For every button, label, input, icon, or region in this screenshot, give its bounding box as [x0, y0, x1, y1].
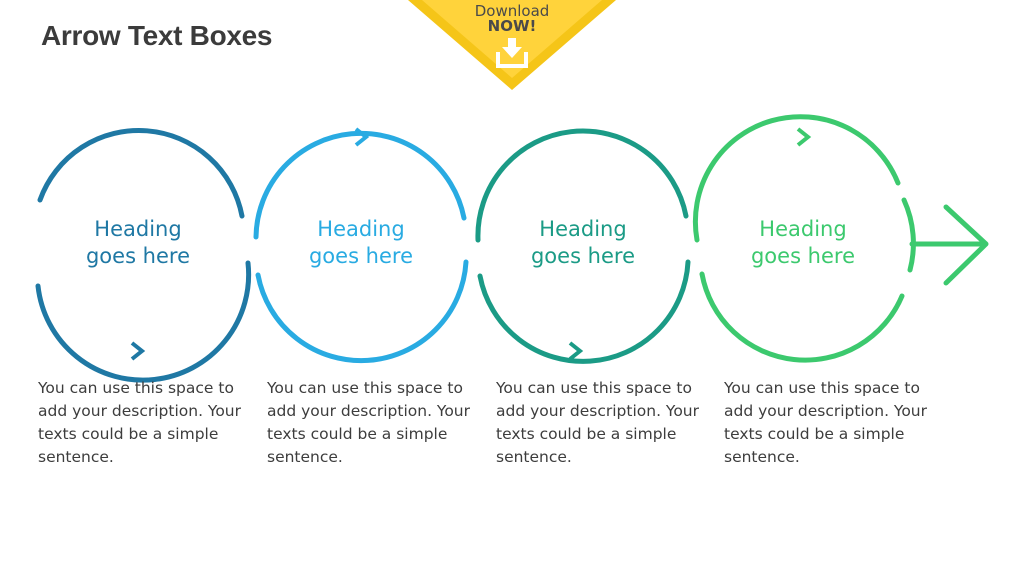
step-2-heading-line2: goes here [308, 244, 414, 268]
circle-2 [253, 127, 469, 364]
circle-1 [35, 128, 252, 383]
circle-2-arrowhead [354, 127, 370, 147]
download-icon [496, 38, 528, 68]
step-4-heading-line1: Heading [759, 217, 847, 241]
step-1-heading-line1: Heading [94, 217, 182, 241]
step-2-description: You can use this space to add your descr… [267, 379, 471, 466]
step-3-description: You can use this space to add your descr… [496, 379, 700, 466]
circle-4-arrowhead [796, 127, 812, 147]
step-2-heading-line1: Heading [317, 217, 405, 241]
step-3-heading-line1: Heading [539, 217, 627, 241]
circle-1-arrowhead [130, 341, 146, 361]
step-3-heading-line2: goes here [530, 244, 636, 268]
step-1-heading: Heading goes here [58, 216, 218, 270]
final-arrow [909, 204, 989, 286]
step-1-description: You can use this space to add your descr… [38, 379, 242, 466]
step-4-description: You can use this space to add your descr… [724, 379, 928, 466]
step-1-heading-line2: goes here [85, 244, 191, 268]
slide-title: Arrow Text Boxes [41, 20, 273, 51]
step-3-heading: Heading goes here [503, 216, 663, 270]
step-2-heading: Heading goes here [281, 216, 441, 270]
step-4-heading: Heading goes here [723, 216, 883, 270]
badge-shape [408, 0, 616, 90]
download-badge[interactable]: Download NOW! [408, 0, 616, 92]
step-4-heading-line2: goes here [750, 244, 856, 268]
badge-download-label: Download [474, 2, 550, 20]
circle-3-arrowhead [568, 341, 584, 361]
badge-now-label: NOW! [487, 17, 537, 35]
circle-4 [692, 114, 916, 363]
circle-3 [475, 128, 691, 364]
